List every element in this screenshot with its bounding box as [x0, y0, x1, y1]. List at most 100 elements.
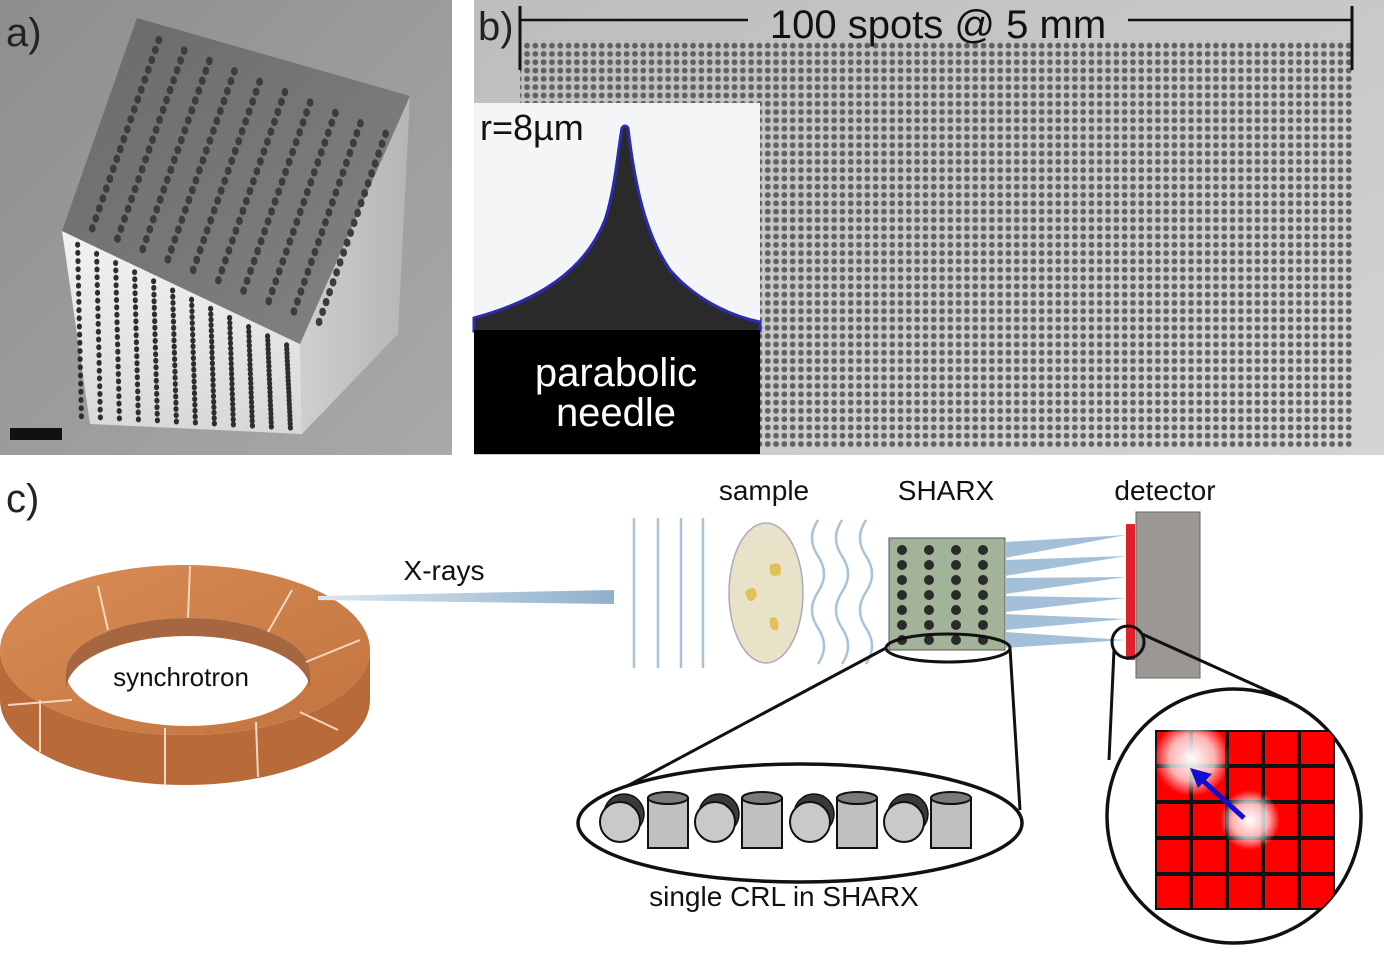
panel-b: 100 spots @ 5 mm b) r=8µm parabolic need… [472, 0, 1384, 455]
lens-dot [96, 359, 102, 366]
lens-dot [924, 620, 934, 630]
lens-dot [357, 198, 365, 208]
lens-dot [77, 348, 83, 354]
lens-dot [209, 349, 215, 356]
lens-dot [272, 277, 280, 286]
lens-dot [172, 374, 178, 381]
lens-dot [228, 365, 234, 372]
lens-dot [267, 393, 273, 400]
lens-dot [265, 341, 271, 348]
lens-dot [249, 97, 257, 106]
lens-dot [189, 314, 195, 321]
lens-dot [134, 374, 140, 381]
lens-dot [94, 258, 100, 265]
lens-dot [190, 349, 196, 356]
lens-dot [211, 420, 217, 427]
lens-dot [317, 148, 325, 157]
lens-dot [190, 355, 196, 362]
lens-dot [232, 226, 240, 235]
lens-dot [308, 257, 315, 267]
lens-dot [97, 414, 103, 421]
lens-dot [304, 267, 312, 276]
lens-dot [209, 344, 215, 350]
lens-dot [924, 575, 934, 585]
lens-cylinder-body [741, 797, 783, 849]
lens-dot [250, 177, 257, 186]
lens-dot [248, 389, 254, 396]
lens-dot [95, 320, 101, 327]
lens-dot [94, 274, 100, 281]
lens-dot [247, 361, 253, 368]
lens-dot [206, 136, 214, 145]
lens-dot [227, 335, 233, 342]
lens-cylinder-top [741, 791, 783, 805]
lens-dot [268, 406, 274, 413]
lens-disc [694, 801, 736, 843]
pixel [1301, 804, 1333, 836]
lens-dot [166, 85, 174, 95]
lens-dot [382, 129, 389, 138]
lens-dot [266, 376, 272, 383]
lens-dot [121, 214, 128, 223]
lens-dot [261, 227, 268, 236]
panel-c: c) synchrotron X-rays [0, 475, 1363, 945]
lens-dot [171, 331, 177, 338]
lens-dot [951, 620, 961, 630]
lens-dot [135, 388, 141, 395]
lens-dot [265, 337, 271, 344]
lens-dot [329, 198, 336, 207]
lens-dot [227, 320, 233, 326]
lens-dot [222, 256, 229, 265]
lens-dot [267, 384, 273, 391]
lens-dot [152, 324, 158, 331]
lens-dot [75, 258, 81, 265]
lens-dot [132, 297, 138, 304]
lens-dot [145, 145, 153, 154]
lens-dot [282, 247, 290, 256]
lens-dot [191, 361, 197, 367]
lens-cylinder-top [836, 791, 878, 805]
lens-dot [211, 415, 217, 422]
lens-dot [266, 367, 272, 374]
lens-dot [170, 293, 176, 300]
needle-inset: r=8µm parabolic needle [472, 103, 762, 454]
pixel [1265, 840, 1297, 872]
xrays-label: X-rays [404, 555, 485, 586]
lens-dot [242, 117, 250, 126]
lens-dot [181, 126, 189, 135]
lens-dot [210, 382, 216, 389]
lens-dot [247, 352, 253, 359]
pixel [1301, 840, 1333, 872]
lens-dot [229, 386, 235, 392]
lens-dot [897, 545, 907, 555]
lens-dot [171, 337, 177, 344]
lens-dot [289, 147, 296, 157]
lens-dot [154, 404, 160, 411]
lens-dot [180, 46, 188, 55]
lens-dot [375, 149, 382, 158]
lens-dot [290, 307, 298, 316]
lens-dot [303, 108, 310, 117]
lens-dot [114, 311, 120, 318]
lens-dot [113, 297, 120, 303]
lens-dot [924, 605, 934, 615]
lens-dot [97, 398, 103, 405]
lens-dot [249, 422, 255, 429]
lens-dot [897, 605, 907, 615]
lens-dot [114, 304, 120, 311]
lens-dot [188, 106, 196, 115]
lens-dot [230, 421, 236, 428]
sample-ellipse-icon [728, 522, 804, 664]
lens-dot [322, 297, 330, 307]
lens-dot [173, 66, 181, 75]
lens-dot [124, 204, 132, 214]
lens-dot [275, 267, 283, 276]
lens-dot [182, 205, 189, 215]
lens-dot [132, 269, 138, 276]
lens-dot [350, 138, 357, 148]
lens-dot [314, 158, 322, 167]
lens-dot [951, 590, 961, 600]
detector-front [1126, 524, 1135, 660]
detector-body [1135, 511, 1201, 679]
